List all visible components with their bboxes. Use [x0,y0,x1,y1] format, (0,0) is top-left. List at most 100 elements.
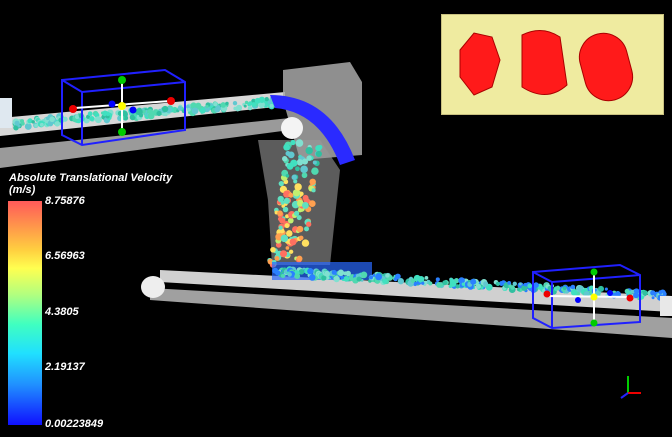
particle [156,110,162,117]
particle [285,246,290,250]
particle [205,105,209,109]
axis-triad-icon [620,376,641,399]
particle [293,210,300,217]
particle [294,183,302,191]
particle [45,116,50,121]
particle [301,201,309,209]
upper-box-handle-icon[interactable] [69,76,175,136]
particle [614,291,621,298]
particle [270,246,276,253]
particle [139,113,144,118]
particle [277,195,284,203]
legend-tick: 4.3805 [45,306,79,318]
particle [251,102,257,108]
particle [397,278,405,285]
particle [89,115,95,122]
particle [368,275,374,280]
particle [296,159,304,166]
particle [87,111,93,117]
lower-box-handle-icon[interactable] [543,268,634,327]
particle [436,282,442,288]
particle-shape-inset [441,14,664,115]
particle [518,282,522,286]
particle [508,284,512,288]
particle [304,226,310,232]
particle [337,269,345,277]
particle [27,118,33,124]
particle [311,167,319,175]
particle [301,172,308,179]
legend-tick-max: 8.75876 [45,195,85,207]
legend-tick: 2.19137 [45,361,85,373]
particle [356,276,362,282]
legend-unit: (m/s) [9,184,36,196]
particle [360,271,368,279]
particle [293,179,298,184]
legend-title: Absolute Translational Velocity (m/s) [9,172,172,196]
particle [19,119,25,124]
particle [283,143,291,151]
particle [516,287,521,292]
hopper-deflector [270,95,355,165]
particle [440,283,444,287]
particle [282,206,289,213]
lower-velocity-box [532,263,641,330]
particle [31,120,35,124]
particle [267,258,274,265]
particle [658,290,663,295]
particle [62,116,68,122]
particle [161,105,169,113]
particle [290,159,298,167]
particle [278,181,284,187]
particle [280,200,285,205]
particle [247,105,253,111]
particle [285,173,290,178]
particle [533,282,539,288]
particle [129,114,136,121]
particle [651,296,655,300]
particle [258,101,265,109]
particle [570,284,576,290]
particle [305,147,313,155]
polyhedral-particle-icon [459,32,501,96]
particle [633,292,640,299]
particle [306,155,312,161]
particle [650,290,656,296]
particle [235,104,243,111]
particle [375,273,383,281]
legend-tick-min: 0.00223849 [45,418,104,430]
particle [282,156,288,162]
upper-conveyor-end-block [0,98,12,128]
particle [424,275,429,280]
capsule-particle-icon [578,32,634,102]
particle [410,278,416,283]
particle [177,105,183,111]
particle [301,158,309,165]
particle [47,120,54,127]
legend-title-text: Absolute Translational Velocity [9,172,173,184]
particle [142,109,146,114]
particle [279,250,288,258]
particle [303,197,310,203]
particle [547,286,553,291]
particle [581,289,585,293]
particle [455,284,460,289]
particle [213,101,218,107]
particle [442,280,448,286]
particle [292,189,301,197]
particle [121,110,128,118]
legend-color-bar [8,201,42,425]
particle [584,287,588,292]
particle [306,221,312,227]
particle [458,277,465,284]
particle [604,287,608,291]
particle [274,256,280,261]
particle [309,178,316,186]
particle [312,160,317,165]
particle [251,98,256,104]
particle [507,281,511,285]
particle [626,290,632,296]
particle [307,268,314,275]
